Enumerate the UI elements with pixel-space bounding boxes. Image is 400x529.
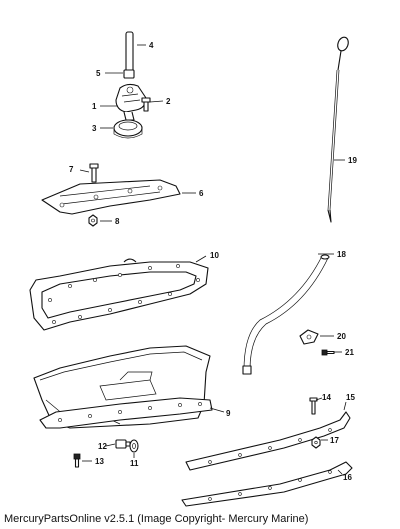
callout-7: 7	[69, 165, 74, 174]
callout-10: 10	[210, 251, 219, 260]
shaft-collar	[123, 69, 135, 79]
rail-nut	[311, 436, 321, 449]
lower-seal-rail	[181, 461, 353, 507]
callout-2: 2	[166, 97, 171, 106]
drain-washer	[129, 439, 139, 453]
tube-clamp	[299, 329, 319, 345]
dipstick-tube	[242, 254, 330, 375]
callout-5: 5	[96, 69, 101, 78]
callout-6: 6	[199, 189, 204, 198]
callout-15: 15	[346, 393, 355, 402]
callout-14: 14	[322, 393, 331, 402]
pump-bolt	[141, 97, 151, 112]
oil-pan-bolt	[73, 453, 81, 468]
oil-pan	[33, 345, 213, 429]
oil-pump-drive-shaft	[125, 31, 134, 73]
oil-pickup-screen	[113, 111, 143, 139]
windage-tray	[41, 179, 181, 215]
image-copyright-caption: MercuryPartsOnline v2.5.1 (Image Copyrig…	[4, 513, 309, 525]
clamp-screw	[321, 349, 335, 356]
callout-18: 18	[337, 250, 346, 259]
upper-seal-rail	[185, 411, 351, 471]
oil-pan-gasket	[29, 258, 209, 331]
callout-20: 20	[337, 332, 346, 341]
callout-8: 8	[115, 217, 120, 226]
callout-9: 9	[226, 409, 231, 418]
callout-19: 19	[348, 156, 357, 165]
callout-13: 13	[95, 457, 104, 466]
dipstick	[327, 36, 349, 223]
nut	[88, 214, 98, 227]
stud-upper	[309, 397, 318, 415]
oil-pump-body	[115, 83, 147, 113]
callout-16: 16	[343, 473, 352, 482]
callout-3: 3	[92, 124, 97, 133]
exploded-parts-diagram: 4 5 1 2 3 7 6 8	[29, 31, 357, 507]
callout-11: 11	[130, 459, 139, 468]
drain-plug	[115, 439, 131, 449]
callout-17: 17	[330, 436, 339, 445]
stud	[89, 163, 99, 183]
callout-1: 1	[92, 102, 97, 111]
callout-12: 12	[98, 442, 107, 451]
callout-4: 4	[149, 41, 154, 50]
callout-21: 21	[345, 348, 354, 357]
